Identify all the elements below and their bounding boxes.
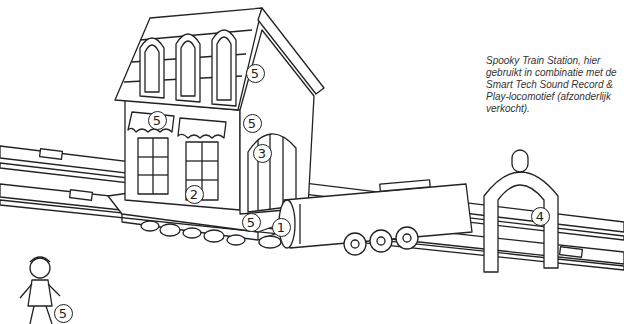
roof-part (258, 8, 324, 94)
platform-part (183, 228, 201, 238)
child-figure-part (30, 258, 50, 278)
locomotive-part (403, 234, 411, 242)
callout-number: 4 (531, 207, 550, 226)
track (0, 146, 624, 270)
roof (115, 8, 324, 110)
platform-part (227, 235, 245, 245)
track-part (560, 247, 583, 258)
child-figure-part (46, 306, 52, 324)
station-building-part (178, 118, 226, 138)
station-building-part (152, 138, 153, 194)
platform-part (204, 230, 224, 242)
child-figure-part (48, 284, 60, 296)
locomotive-part (380, 180, 430, 191)
callout-number: 5 (243, 114, 262, 133)
station-building-part (186, 160, 218, 161)
locomotive-part (299, 204, 300, 244)
station-building-part (282, 137, 283, 208)
track-part (70, 190, 93, 201)
callout-number: 3 (253, 144, 272, 163)
station-building (125, 30, 314, 214)
station-building-part (240, 30, 314, 214)
roof-part (217, 37, 231, 100)
tunnel-arch-part (512, 150, 528, 172)
platform-part (257, 232, 258, 240)
callout-number: 5 (148, 111, 167, 130)
child-figure-part (30, 306, 34, 324)
locomotive-part (370, 230, 392, 252)
tunnel-arch-part (484, 172, 558, 272)
track-part (40, 149, 63, 160)
locomotive (279, 180, 472, 255)
locomotive-part (344, 233, 366, 255)
station-building-part (125, 100, 240, 210)
station-building-part (269, 134, 270, 209)
roof-part (145, 45, 159, 92)
platform-part (160, 224, 180, 236)
station-building-part (138, 174, 168, 175)
child-figure-part (20, 284, 32, 298)
roof-part (140, 38, 164, 98)
callout-number: 5 (246, 64, 265, 83)
roof-part (212, 30, 236, 106)
roof-part (181, 41, 195, 96)
roof-part (115, 8, 262, 110)
locomotive-part (351, 240, 359, 248)
locomotive-part (284, 184, 472, 248)
station-building-part (138, 156, 168, 157)
track-part (0, 184, 624, 264)
callout-number: 5 (242, 213, 261, 232)
caption: Spooky Train Station, hier gebruikt in c… (486, 55, 622, 115)
platform-part (141, 221, 159, 231)
platform-part (259, 236, 281, 248)
callout-number: 2 (185, 185, 204, 204)
callout-number: 5 (54, 304, 73, 323)
station-building-part (138, 138, 168, 194)
tunnel-arch (484, 150, 558, 272)
station-building-part (186, 179, 218, 180)
roof-part (176, 34, 200, 102)
locomotive-part (377, 237, 385, 245)
locomotive-part (396, 227, 418, 249)
callout-number: 1 (272, 218, 291, 237)
child-figure-part (30, 257, 50, 262)
